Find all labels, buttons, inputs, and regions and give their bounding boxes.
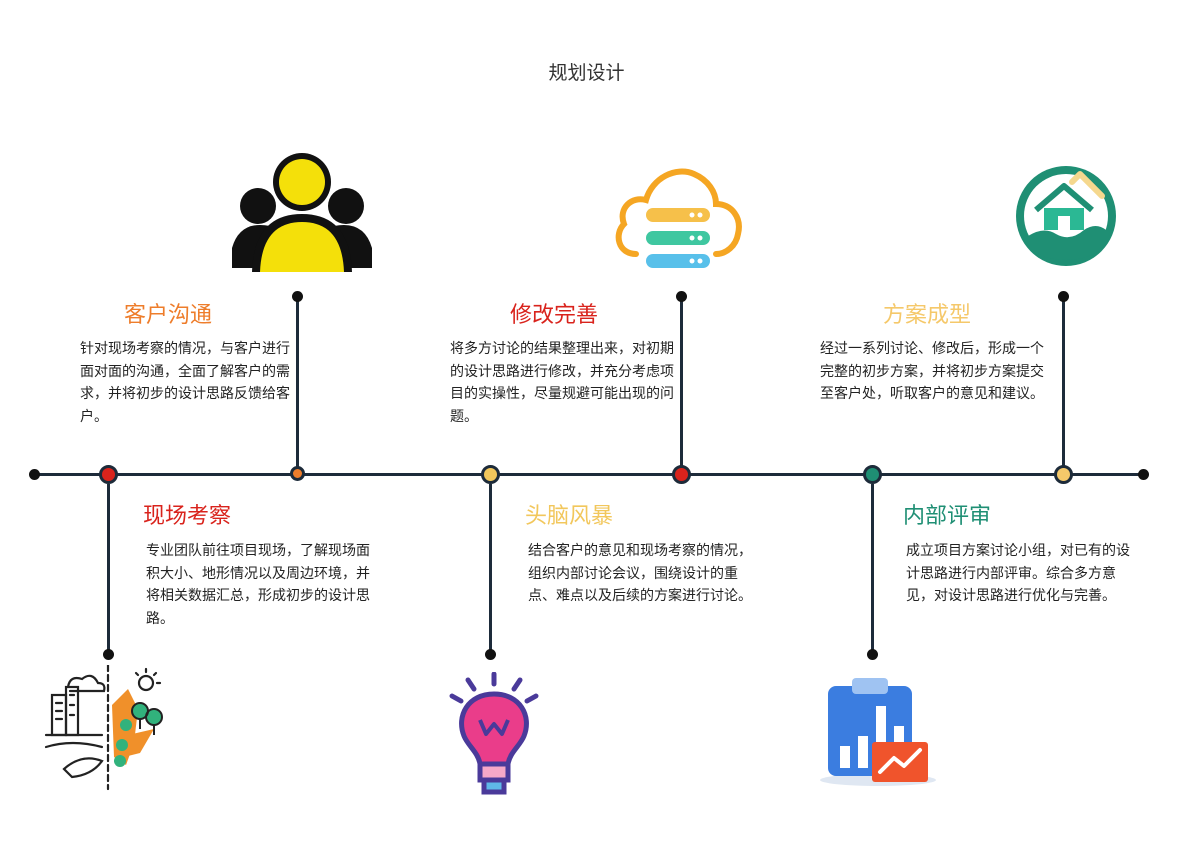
timeline-start-dot	[29, 469, 40, 480]
stage-desc-s2: 针对现场考察的情况，与客户进行面对面的沟通，全面了解客户的需求，并将初步的设计思…	[80, 341, 290, 425]
timeline-node-s4	[672, 465, 691, 484]
timeline-axis	[34, 473, 1144, 476]
timeline-stem-s2	[296, 297, 299, 467]
timeline-end-dot	[1138, 469, 1149, 480]
timeline-stem-s6	[1062, 297, 1065, 467]
timeline-stem-s4	[680, 297, 683, 467]
page-title: 规划设计	[548, 62, 625, 84]
timeline-stem-s1	[107, 484, 110, 654]
stage-heading-s2: 客户沟通	[124, 303, 213, 328]
stage-heading-s1: 现场考察	[143, 504, 232, 529]
stage-heading-s4: 修改完善	[510, 303, 599, 328]
stage-desc-s3: 结合客户的意见和现场考察的情况，组织内部讨论会议，围绕设计的重点、难点以及后续的…	[528, 543, 752, 604]
lightbulb-icon	[446, 671, 542, 796]
stem-end-dot-s1	[103, 649, 114, 660]
stem-end-dot-s3	[485, 649, 496, 660]
timeline-stem-s3	[489, 484, 492, 654]
timeline-node-s5	[863, 465, 882, 484]
people-group-icon	[230, 148, 374, 274]
stem-end-dot-s6	[1058, 291, 1069, 302]
stage-desc-s4: 将多方讨论的结果整理出来，对初期的设计思路进行修改，并充分考虑项目的实操性，尽量…	[450, 341, 674, 425]
timeline-node-s1	[99, 465, 118, 484]
timeline-node-s6	[1054, 465, 1073, 484]
stem-end-dot-s5	[867, 649, 878, 660]
stage-heading-s6: 方案成型	[883, 303, 972, 328]
stage-heading-s5: 内部评审	[903, 504, 992, 529]
timeline-node-s3	[481, 465, 500, 484]
cloud-server-icon	[612, 158, 744, 278]
stage-desc-s5: 成立项目方案讨论小组，对已有的设计思路进行内部评审。综合多方意见，对设计思路进行…	[906, 543, 1130, 604]
stem-end-dot-s4	[676, 291, 687, 302]
timeline-stem-s5	[871, 484, 874, 654]
stem-end-dot-s2	[292, 291, 303, 302]
bar-chart-clipboard-icon	[818, 676, 942, 790]
stage-heading-s3: 头脑风暴	[525, 504, 614, 529]
stage-desc-s1: 专业团队前往项目现场，了解现场面积大小、地形情况以及周边环境，并将相关数据汇总，…	[146, 543, 370, 627]
city-landscape-icon	[42, 663, 174, 793]
house-icon	[1014, 164, 1118, 268]
timeline-node-s2	[290, 466, 305, 481]
stage-desc-s6: 经过一系列讨论、修改后，形成一个完整的初步方案，并将初步方案提交至客户处，听取客…	[820, 341, 1044, 402]
